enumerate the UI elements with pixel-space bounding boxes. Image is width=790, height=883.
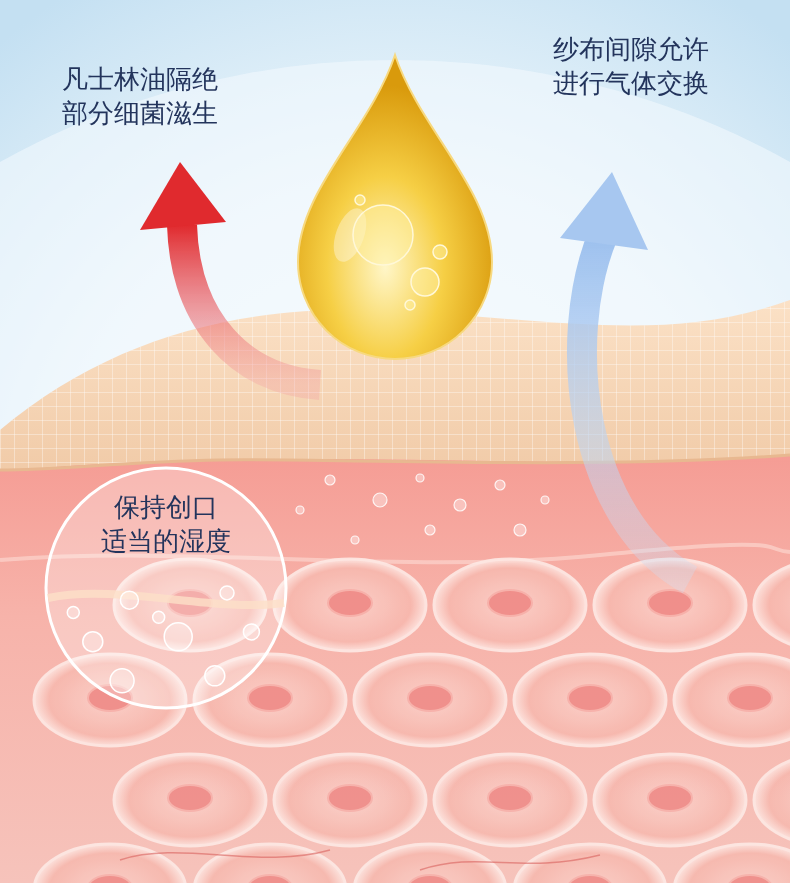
callout-circle: 保持创口 适当的湿度 xyxy=(44,466,288,710)
callout-label: 纱布间隙允许 进行气体交换 xyxy=(553,32,709,101)
callout-label-group: 凡士林油隔绝 部分细菌滋生 xyxy=(62,62,218,131)
circle-caption: 保持创口 适当的湿度 xyxy=(101,490,231,559)
callout-label: 凡士林油隔绝 部分细菌滋生 xyxy=(62,62,218,131)
callout-label-group: 纱布间隙允许 进行气体交换 xyxy=(553,32,709,101)
